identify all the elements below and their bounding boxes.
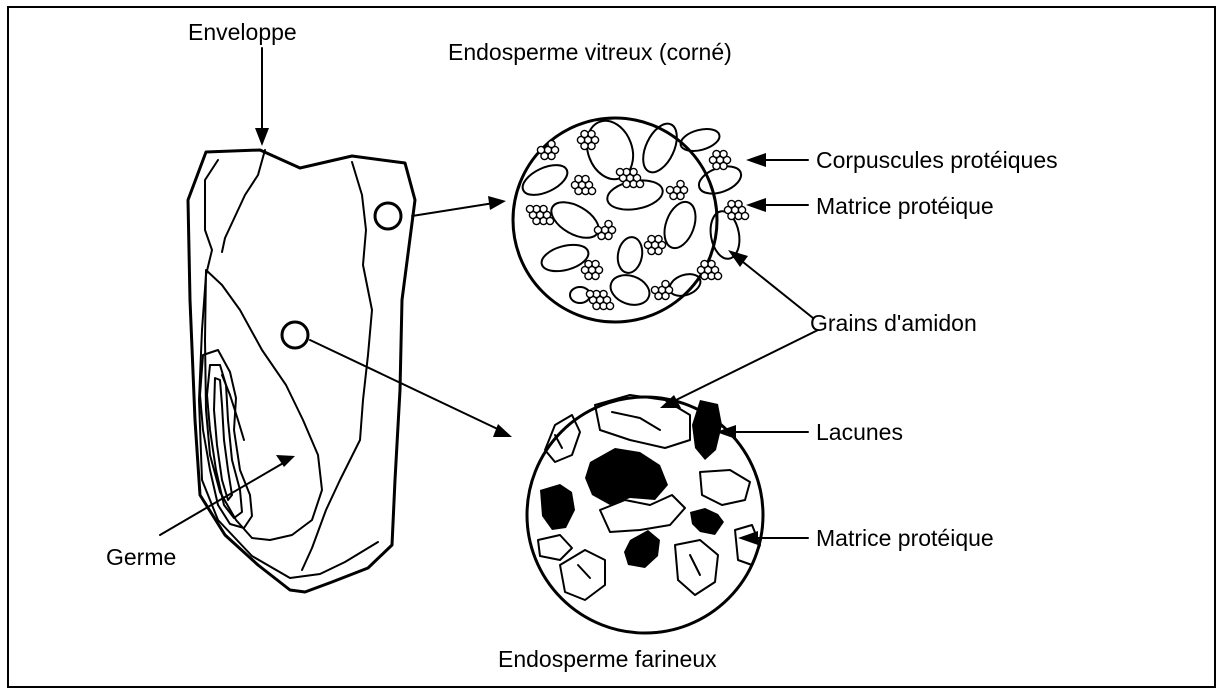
- protein-body: [708, 260, 715, 267]
- protein-body: [598, 232, 605, 239]
- protein-body: [648, 247, 655, 254]
- kernel-top-crease: [222, 150, 265, 252]
- protein-body: [655, 247, 662, 254]
- starch-grain: [518, 159, 572, 201]
- protein-body: [586, 290, 593, 297]
- protein-body: [600, 290, 607, 297]
- protein-body: [581, 142, 588, 149]
- starch-grain: [545, 195, 604, 245]
- protein-body: [616, 168, 623, 175]
- label-matrice-2: Matrice protéique: [816, 525, 994, 551]
- protein-body: [606, 302, 613, 309]
- protein-body: [592, 260, 599, 267]
- protein-body: [648, 235, 655, 242]
- lacuna: [690, 508, 724, 535]
- label-endosperme-vitreux: Endosperme vitreux (corné): [448, 39, 732, 65]
- starch-grain: [615, 235, 645, 275]
- protein-body: [581, 130, 588, 137]
- label-lacunes: Lacunes: [816, 419, 903, 445]
- starch-grain: [700, 470, 750, 505]
- protein-body: [575, 187, 582, 194]
- protein-body: [623, 180, 630, 187]
- label-corpuscules: Corpuscules protéiques: [816, 147, 1058, 173]
- starch-grain: [636, 119, 683, 178]
- protein-body: [636, 180, 643, 187]
- protein-body: [655, 292, 662, 299]
- protein-body: [701, 260, 708, 267]
- starch-grain: [735, 525, 760, 565]
- enveloppe-inner-line: [199, 160, 378, 578]
- protein-body: [720, 150, 727, 157]
- lacuna: [624, 530, 660, 568]
- protein-body: [548, 152, 555, 159]
- protein-body: [728, 200, 735, 207]
- protein-body: [713, 162, 720, 169]
- protein-body: [713, 150, 720, 157]
- sample-point-floury: [282, 322, 308, 348]
- protein-body: [605, 232, 612, 239]
- starch-grain: [538, 535, 572, 560]
- protein-body: [605, 220, 612, 227]
- protein-body: [540, 205, 547, 212]
- label-grains-amidon: Grains d'amidon: [810, 310, 977, 336]
- starch-grain: [560, 550, 605, 600]
- protein-body: [677, 180, 684, 187]
- lacuna: [585, 448, 668, 505]
- sample-point-vitreous: [375, 203, 401, 229]
- label-endosperme-farineux: Endosperme farineux: [498, 646, 717, 672]
- protein-body: [585, 260, 592, 267]
- protein-body: [548, 140, 555, 147]
- protein-body: [670, 192, 677, 199]
- protein-body: [662, 280, 669, 287]
- protein-body: [533, 217, 540, 224]
- protein-body: [588, 187, 595, 194]
- protein-body: [655, 235, 662, 242]
- protein-body: [720, 162, 727, 169]
- protein-body: [701, 272, 708, 279]
- starch-grain: [545, 415, 580, 462]
- protein-body: [588, 142, 595, 149]
- grain-kernel: [188, 150, 415, 592]
- protein-body: [714, 272, 721, 279]
- protein-body: [662, 292, 669, 299]
- protein-body: [541, 152, 548, 159]
- protein-body: [593, 302, 600, 309]
- starch-grain: [667, 270, 704, 300]
- protein-body: [735, 200, 742, 207]
- protein-body: [592, 272, 599, 279]
- label-enveloppe: Enveloppe: [188, 19, 297, 45]
- protein-body: [728, 212, 735, 219]
- protein-body: [526, 205, 533, 212]
- protein-body: [741, 212, 748, 219]
- protein-body: [677, 192, 684, 199]
- label-germe: Germe: [106, 544, 176, 570]
- labels: Enveloppe Endosperme vitreux (corné) Cor…: [106, 19, 1058, 672]
- lacuna: [540, 484, 575, 530]
- protein-bodies-clusters: [526, 130, 748, 309]
- protein-body: [588, 130, 595, 137]
- protein-body: [546, 217, 553, 224]
- protein-body: [585, 272, 592, 279]
- vitreous-endosperm-circle: [513, 114, 749, 322]
- protein-body: [582, 175, 589, 182]
- endosperm-boundary-line: [302, 162, 372, 570]
- protein-body: [575, 175, 582, 182]
- protein-body: [630, 168, 637, 175]
- label-matrice-1: Matrice protéique: [816, 193, 994, 219]
